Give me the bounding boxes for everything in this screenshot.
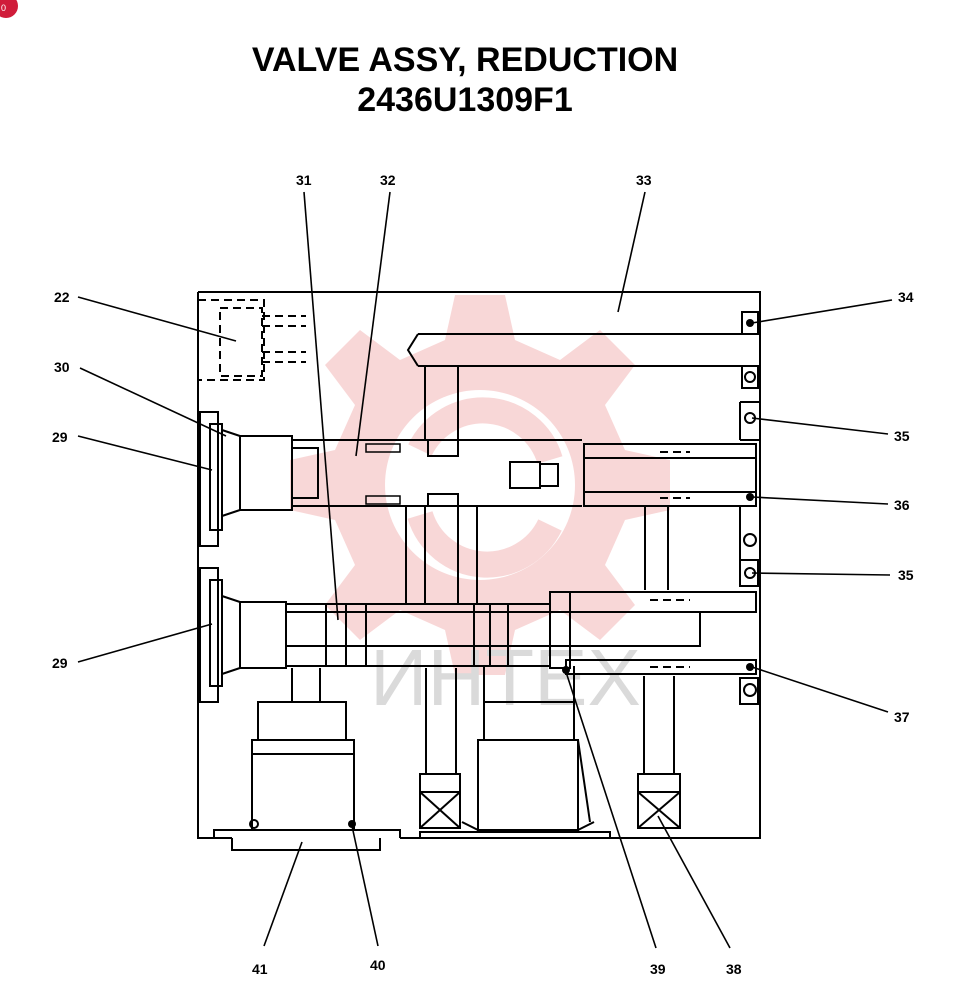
- callout-29-lower: 29: [52, 623, 213, 671]
- callout-29-lower-label: 29: [52, 655, 68, 671]
- callout-38: 38: [657, 815, 742, 977]
- callout-36-label: 36: [894, 497, 910, 513]
- callout-29-upper-label: 29: [52, 429, 68, 445]
- callout-30-label: 30: [54, 359, 70, 375]
- callout-34-label: 34: [898, 289, 914, 305]
- upper-flange-29: [199, 411, 582, 547]
- callout-29-upper: 29: [52, 429, 213, 471]
- vertical-stems: [405, 506, 478, 604]
- callout-34: 34: [751, 289, 914, 324]
- callout-39-label: 39: [650, 961, 666, 977]
- callout-22-label: 22: [54, 289, 70, 305]
- bottom-plugs: [249, 666, 681, 831]
- watermark: ИНТЕХ: [290, 295, 670, 722]
- callout-40-label: 40: [370, 957, 386, 973]
- callout-32: 32: [355, 172, 396, 457]
- callout-35-upper-label: 35: [894, 428, 910, 444]
- badge-text: 0: [1, 3, 6, 13]
- callout-38-label: 38: [726, 961, 742, 977]
- callout-35-lower: 35: [751, 567, 914, 583]
- part-36-sleeve: [583, 443, 760, 590]
- gear-icon: [290, 295, 670, 675]
- callout-37: 37: [751, 666, 910, 725]
- callout-36: 36: [751, 496, 910, 513]
- callout-41: 41: [252, 841, 303, 977]
- callout-33-label: 33: [636, 172, 652, 188]
- callout-39: 39: [565, 671, 666, 977]
- callout-35-upper: 35: [751, 417, 910, 444]
- callout-31: 31: [296, 172, 339, 621]
- callout-31-label: 31: [296, 172, 312, 188]
- callout-41-label: 41: [252, 961, 268, 977]
- callout-33: 33: [617, 172, 652, 313]
- corner-logo-badge: 0: [0, 0, 18, 18]
- lower-flange-29: [199, 567, 759, 705]
- title-line-1: VALVE ASSY, REDUCTION: [251, 41, 679, 79]
- title-line-2: 2436U1309F1: [357, 81, 573, 119]
- callout-37-label: 37: [894, 709, 910, 725]
- part-22-dashed-cartridge: [198, 299, 306, 381]
- callout-30: 30: [54, 359, 227, 437]
- logo-icon: [0, 0, 18, 18]
- callout-32-label: 32: [380, 172, 396, 188]
- callout-35-lower-label: 35: [898, 567, 914, 583]
- part-33-top-spool: [406, 311, 760, 441]
- watermark-text: ИНТЕХ: [370, 633, 641, 722]
- callout-40: 40: [351, 825, 386, 973]
- diagram-title: VALVE ASSY, REDUCTION 2436U1309F1: [0, 40, 930, 120]
- callout-22: 22: [54, 289, 237, 342]
